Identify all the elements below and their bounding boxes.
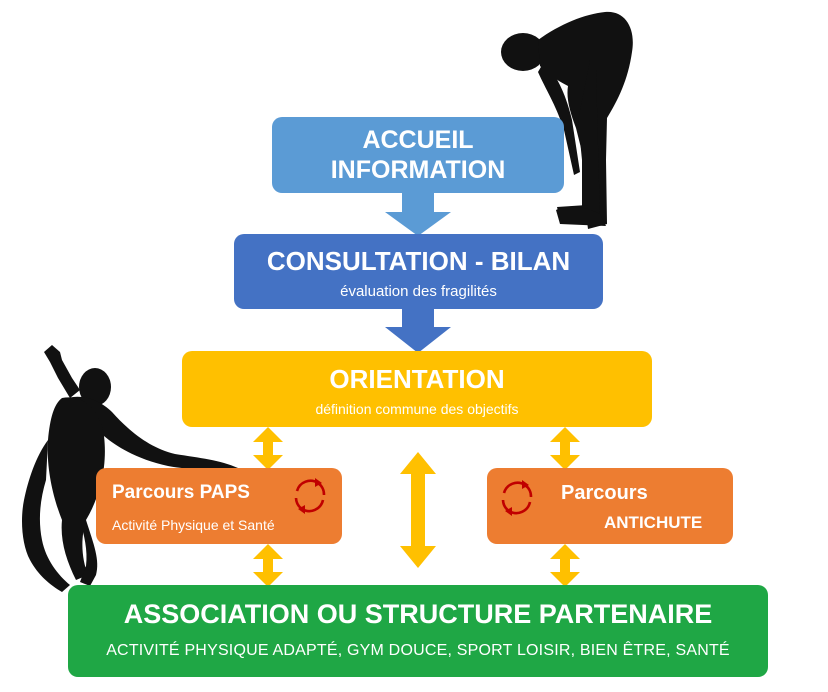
arrow-accueil-to-consultation [385, 193, 451, 236]
person-jumping-silhouette [22, 345, 238, 592]
orientation-title: ORIENTATION [329, 364, 505, 394]
orientation-subtitle: définition commune des objectifs [315, 401, 519, 417]
antichute-subtitle: ANTICHUTE [604, 513, 703, 532]
association-subtitle: ACTIVITÉ PHYSIQUE ADAPTÉ, GYM DOUCE, SPO… [106, 642, 730, 659]
person-bending-silhouette [501, 11, 633, 229]
association-structure-box: ASSOCIATION OU STRUCTURE PARTENAIRE ACTI… [68, 585, 768, 677]
accueil-line1: ACCUEIL [362, 126, 474, 154]
orientation-box: ORIENTATION définition commune des objec… [182, 351, 652, 427]
accueil-information-box: ACCUEIL INFORMATION [272, 117, 564, 193]
consultation-subtitle: évaluation des fragilités [340, 283, 497, 300]
consultation-title: CONSULTATION - BILAN [266, 246, 571, 276]
arrow-consultation-to-orientation [385, 309, 451, 353]
cycle-arrows-icon [501, 480, 533, 516]
antichute-title: Parcours [561, 482, 648, 504]
parcours-paps-box: Parcours PAPS Activité Physique et Santé [96, 468, 342, 544]
cycle-arrows-icon [294, 478, 326, 514]
double-arrow-paps-association [253, 544, 283, 587]
association-title: ASSOCIATION OU STRUCTURE PARTENAIRE [123, 599, 713, 629]
paps-title: Parcours PAPS [112, 482, 250, 503]
consultation-bilan-box: CONSULTATION - BILAN évaluation des frag… [234, 234, 603, 309]
parcours-antichute-box: Parcours ANTICHUTE [487, 468, 733, 544]
double-arrow-orientation-paps [253, 427, 283, 470]
double-arrow-antichute-association [550, 544, 580, 587]
double-arrow-orientation-antichute [550, 427, 580, 470]
accueil-line2: INFORMATION [330, 156, 506, 184]
double-arrow-icon [400, 452, 436, 568]
paps-subtitle: Activité Physique et Santé [112, 517, 275, 533]
